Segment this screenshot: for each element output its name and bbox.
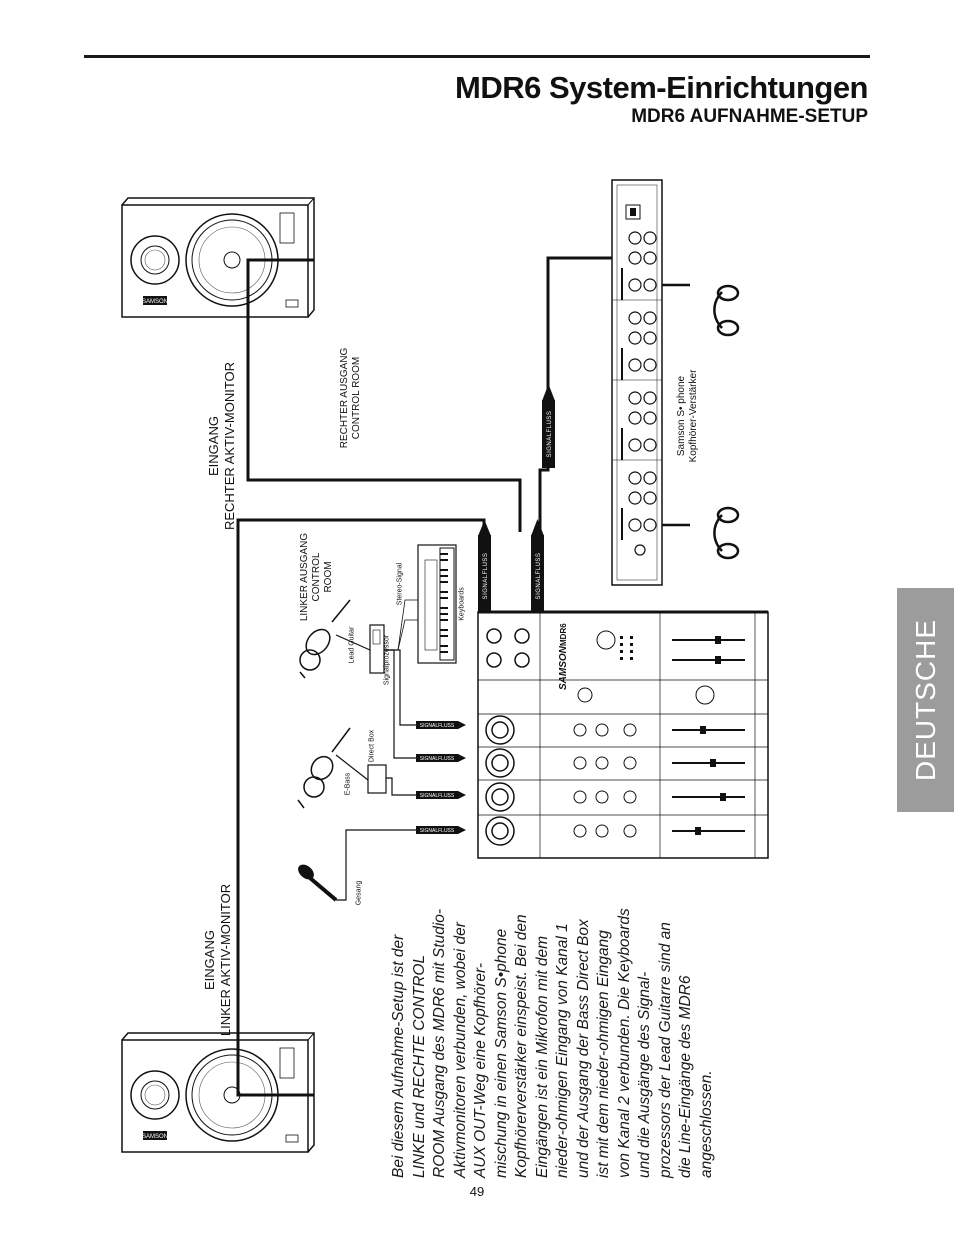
microphone-icon [298, 864, 338, 902]
left-monitor: SAMSON [121, 1032, 315, 1153]
direct-box [367, 764, 387, 794]
headphones-2 [662, 506, 740, 560]
mixer-brand: SAMSON [558, 645, 569, 690]
signal-flow-arrows: SIGNALFLUSS SIGNALFLUSS SIGNALFLUSS [478, 384, 555, 617]
e-bass-label: E-Bass [344, 772, 352, 796]
signal-processor [369, 624, 385, 674]
signal-flow-label: SIGNALFLUSS [420, 828, 455, 834]
input-signal-flow-tags: SIGNALFLUSS SIGNALFLUSS SIGNALFLUSS SIGN… [416, 721, 466, 834]
description-text: Bei diesem Aufnahme-Setup ist der LINKE … [390, 908, 715, 1178]
signal-flow-label: SIGNALFLUSS [536, 553, 542, 600]
left-monitor-label: EINGANG LINKER AKTIV-MONITOR [202, 883, 233, 1037]
language-tab: DEUTSCHE [897, 588, 954, 812]
header-rule [84, 55, 870, 58]
right-monitor-logo: SAMSON [142, 299, 168, 305]
headphone-amp [611, 179, 663, 586]
stereo-signal-label: Stereo-Signal [396, 562, 404, 606]
keyboard [417, 544, 457, 664]
left-monitor-logo: SAMSON [142, 1134, 168, 1140]
bass-guitar-icon [297, 727, 351, 809]
signal-flow-label: SIGNALFLUSS [483, 553, 489, 600]
signal-flow-label: SIGNALFLUSS [420, 723, 455, 729]
mixer-model: MDR6 [559, 623, 568, 646]
right-monitor-label: EINGANG RECHTER AKTIV-MONITOR [206, 361, 237, 531]
signal-flow-label: SIGNALFLUSS [420, 793, 455, 799]
signal-flow-label: SIGNALFLUSS [420, 756, 455, 762]
right-output-label: RECHTER AUSGANG CONTROL ROOM [339, 347, 362, 449]
signal-flow-label: SIGNALFLUSS [547, 411, 553, 458]
page-title: MDR6 System-Einrichtungen [455, 70, 868, 105]
mixer-mdr6: SAMSON MDR6 [477, 610, 769, 859]
keyboards-label: Keyboards [458, 587, 466, 621]
signal-processor-label: Signalprozessor [383, 634, 391, 686]
direct-box-label: Direct Box [368, 729, 376, 763]
page-subtitle: MDR6 AUFNAHME-SETUP [631, 106, 868, 127]
vocals-label: Gesang [355, 880, 363, 906]
lead-guitar-icon [299, 599, 351, 679]
page-number: 49 [469, 1184, 485, 1199]
right-monitor: SAMSON [121, 197, 315, 318]
headphones-1 [662, 283, 740, 337]
lead-guitar-label: Lead Guitar [348, 626, 356, 664]
headphone-amp-label: Samson S• phone Kopfhörer-Verstärker [676, 369, 699, 463]
left-output-label: LINKER AUSGANG CONTROL ROOM [299, 532, 334, 622]
